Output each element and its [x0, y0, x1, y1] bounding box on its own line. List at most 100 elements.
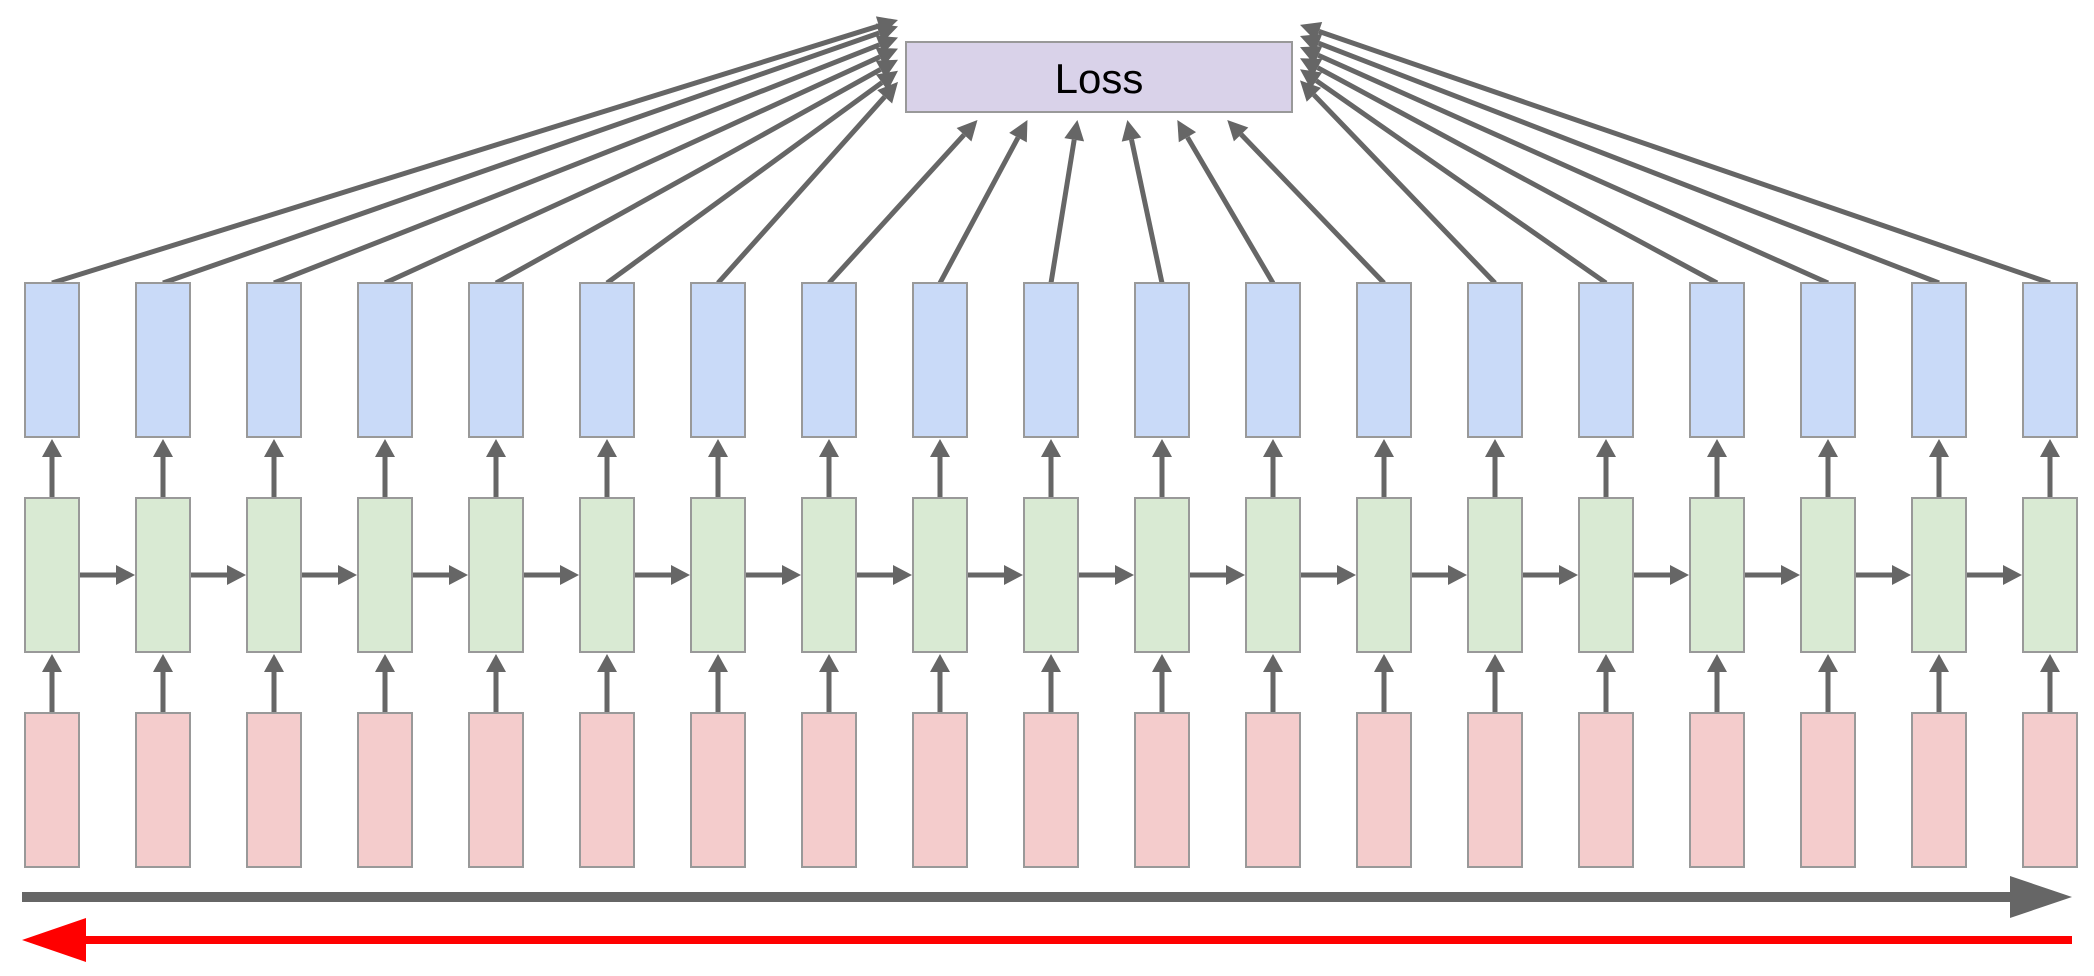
- hidden-box: [357, 497, 413, 653]
- output-to-loss-arrow-head: [1300, 80, 1322, 102]
- input-to-hidden-arrow-head: [708, 654, 728, 672]
- vertical-arrows: [42, 439, 2060, 713]
- hidden-box: [468, 497, 524, 653]
- output-box: [1023, 282, 1079, 438]
- hidden-to-output-arrow-head: [1707, 439, 1727, 457]
- hidden-box: [912, 497, 968, 653]
- output-to-loss-arrow-head: [1227, 120, 1249, 142]
- input-to-hidden-arrow-head: [2040, 654, 2060, 672]
- loss-label: Loss: [1055, 55, 1144, 102]
- output-to-loss-arrow-shaft: [1316, 65, 1719, 286]
- input-to-hidden-arrow-head: [819, 654, 839, 672]
- hidden-to-output-arrow-head: [1818, 439, 1838, 457]
- output-to-loss-arrow-head: [1300, 69, 1323, 89]
- output-box: [468, 282, 524, 438]
- input-to-hidden-arrow-head: [1818, 654, 1838, 672]
- hidden-box: [1467, 497, 1523, 653]
- hidden-box: [1023, 497, 1079, 653]
- output-box: [135, 282, 191, 438]
- hidden-box: [1134, 497, 1190, 653]
- hidden-box: [1245, 497, 1301, 653]
- recurrent-arrow-head: [449, 565, 468, 585]
- hidden-box: [135, 497, 191, 653]
- forward-pass-arrow-head: [2010, 876, 2072, 918]
- input-to-hidden-arrow-head: [1152, 654, 1172, 672]
- input-box: [912, 712, 968, 868]
- output-box: [1800, 282, 1856, 438]
- output-to-loss-arrow-shaft: [273, 42, 881, 286]
- hidden-box: [1800, 497, 1856, 653]
- output-to-loss-arrow-head: [956, 120, 978, 142]
- output-to-loss-arrow-head: [1009, 120, 1028, 143]
- input-to-hidden-arrow-head: [1041, 654, 1061, 672]
- output-box: [1911, 282, 1967, 438]
- output-to-loss-arrow-shaft: [162, 30, 880, 286]
- hidden-to-output-arrow-head: [1152, 439, 1172, 457]
- hidden-layer: [24, 497, 2078, 653]
- input-to-hidden-arrow-head: [597, 654, 617, 672]
- input-box: [690, 712, 746, 868]
- output-box: [1134, 282, 1190, 438]
- hidden-box: [1356, 497, 1412, 653]
- input-to-hidden-arrow-head: [375, 654, 395, 672]
- output-to-loss-arrow-shaft: [51, 23, 880, 286]
- output-box: [1245, 282, 1301, 438]
- output-to-loss-arrow-shaft: [1312, 93, 1497, 285]
- output-to-loss-arrow-shaft: [1239, 132, 1386, 285]
- output-to-loss-arrow-head: [875, 70, 898, 91]
- input-to-hidden-arrow-head: [486, 654, 506, 672]
- output-to-loss-arrow-shaft: [937, 136, 1021, 285]
- input-to-hidden-arrow-head: [264, 654, 284, 672]
- hidden-to-output-arrow-head: [819, 439, 839, 457]
- backward-pass-arrow-head: [22, 918, 86, 962]
- input-box: [1578, 712, 1634, 868]
- recurrent-arrow-head: [1448, 565, 1467, 585]
- output-layer: [24, 282, 2078, 438]
- hidden-to-output-arrow-head: [42, 439, 62, 457]
- hidden-box: [1578, 497, 1634, 653]
- hidden-box: [579, 497, 635, 653]
- input-to-hidden-arrow-head: [42, 654, 62, 672]
- recurrent-arrow-head: [2003, 565, 2022, 585]
- input-box: [246, 712, 302, 868]
- input-box: [1911, 712, 1967, 868]
- recurrent-arrow-head: [1115, 565, 1134, 585]
- output-to-loss-arrow-head: [1300, 58, 1323, 77]
- output-to-loss-arrow-head: [1300, 33, 1323, 53]
- recurrent-arrow-head: [560, 565, 579, 585]
- output-box: [2022, 282, 2078, 438]
- input-box: [1245, 712, 1301, 868]
- hidden-to-output-arrow-head: [1041, 439, 1061, 457]
- output-to-loss-arrow-shaft: [1048, 139, 1077, 284]
- hidden-to-output-arrow-head: [2040, 439, 2060, 457]
- recurrent-arrow-head: [671, 565, 690, 585]
- input-to-hidden-arrow-head: [153, 654, 173, 672]
- recurrent-arrow-head: [116, 565, 135, 585]
- output-box: [1578, 282, 1634, 438]
- output-to-loss-arrow-shaft: [383, 54, 881, 286]
- output-box: [1356, 282, 1412, 438]
- output-to-loss-arrow-shaft: [716, 95, 887, 285]
- input-box: [801, 712, 857, 868]
- input-box: [135, 712, 191, 868]
- input-box: [1689, 712, 1745, 868]
- input-box: [1023, 712, 1079, 868]
- recurrent-arrow-head: [1226, 565, 1245, 585]
- output-box: [690, 282, 746, 438]
- recurrent-arrow-head: [1781, 565, 1800, 585]
- direction-arrows: [22, 876, 2072, 962]
- recurrent-arrow-head: [1559, 565, 1578, 585]
- recurrent-arrow-head: [338, 565, 357, 585]
- output-to-loss-arrow-shaft: [1314, 78, 1608, 286]
- recurrent-arrow-head: [227, 565, 246, 585]
- hidden-box: [2022, 497, 2078, 653]
- input-box: [1467, 712, 1523, 868]
- output-to-loss-arrow-shaft: [1185, 135, 1276, 285]
- hidden-to-output-arrow-head: [708, 439, 728, 457]
- output-to-loss-arrow-head: [1300, 21, 1323, 41]
- output-box: [1467, 282, 1523, 438]
- recurrent-arrow-head: [1004, 565, 1023, 585]
- hidden-to-output-arrow-head: [153, 439, 173, 457]
- output-to-loss-arrow-head: [1177, 120, 1197, 143]
- input-box: [1800, 712, 1856, 868]
